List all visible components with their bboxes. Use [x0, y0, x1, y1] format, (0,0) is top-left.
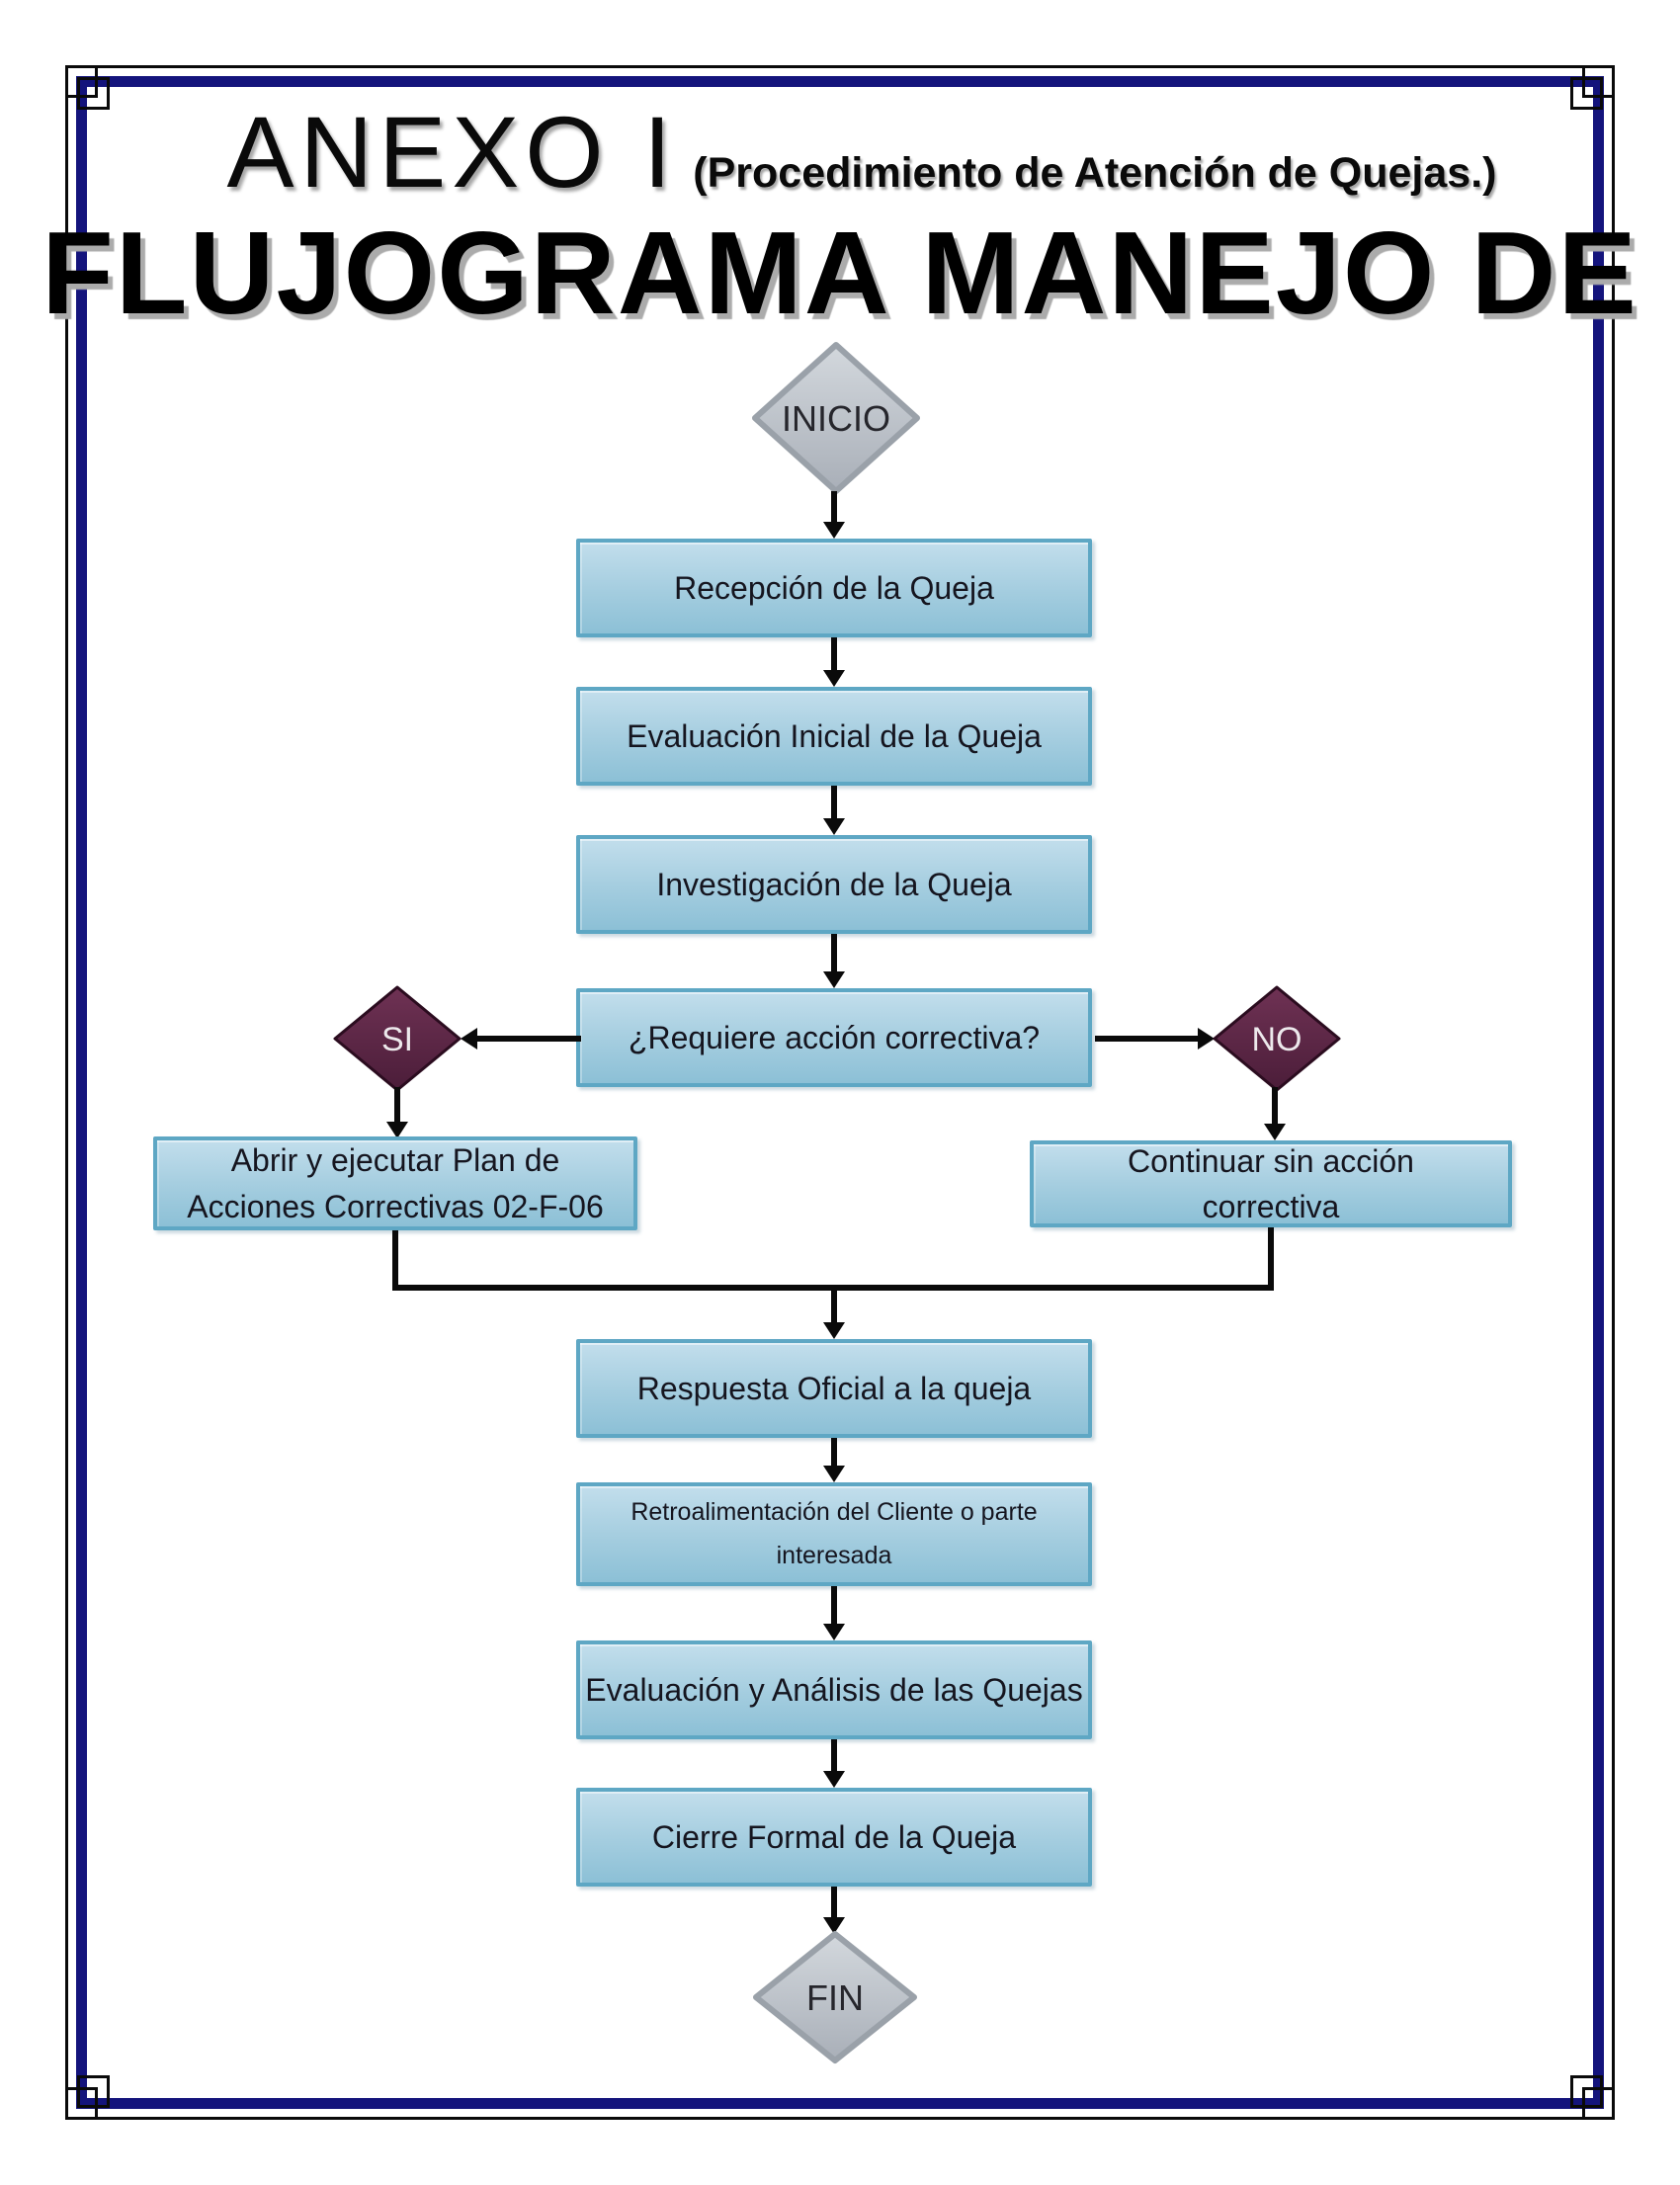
connector-analisis-cierre	[831, 1739, 837, 1771]
arrowhead-yes-branch	[386, 1122, 408, 1138]
corner-ornament-br-outer	[1582, 2087, 1615, 2120]
cierre-box: Cierre Formal de la Queja	[576, 1788, 1092, 1887]
connector-merge-right	[1268, 1227, 1274, 1291]
connector-no-branch	[1272, 1087, 1278, 1124]
end-node: FIN	[753, 1931, 917, 2063]
decision-yes-label: SI	[381, 1021, 413, 1058]
step-recepcion-box: Recepción de la Queja	[576, 539, 1092, 637]
connector-decision-si	[477, 1036, 581, 1042]
connector-step1-step2	[831, 637, 837, 670]
end-label: FIN	[806, 1977, 864, 2018]
corner-ornament-bl-inner	[77, 2075, 110, 2108]
connector-merge-left	[392, 1230, 398, 1291]
corner-ornament-bl-outer	[65, 2087, 98, 2120]
connector-respuesta-retro	[831, 1438, 837, 1466]
start-node: INICIO	[752, 342, 920, 494]
retroalimentacion-label: Retroalimentación del Cliente o parte in…	[630, 1497, 1038, 1569]
step-evaluacion-inicial-box: Evaluación Inicial de la Queja	[576, 687, 1092, 786]
arrowhead-retro	[823, 1466, 845, 1482]
connector-step2-step3	[831, 786, 837, 818]
decision-no-node: NO	[1213, 985, 1341, 1092]
evaluacion-analisis-box: Evaluación y Análisis de las Quejas	[576, 1640, 1092, 1739]
yes-branch-box: Abrir y ejecutar Plan de Acciones Correc…	[153, 1136, 637, 1230]
end-diamond	[753, 1931, 917, 2063]
arrowhead-step3	[823, 818, 845, 835]
arrowhead-fin	[823, 1917, 845, 1934]
step-investigacion-box: Investigación de la Queja	[576, 835, 1092, 934]
step-investigacion-label: Investigación de la Queja	[656, 866, 1012, 902]
arrowhead-analisis	[823, 1624, 845, 1640]
respuesta-box: Respuesta Oficial a la queja	[576, 1339, 1092, 1438]
corner-ornament-tr-inner	[1570, 77, 1603, 110]
page-border-navy-band	[76, 76, 1604, 2109]
page-title-line: ANEXO I (Procedimiento de Atención de Qu…	[22, 95, 1680, 210]
no-branch-label: Continuar sin acción correctiva	[1128, 1142, 1414, 1224]
arrowhead-cierre	[823, 1771, 845, 1788]
step-evaluacion-inicial-label: Evaluación Inicial de la Queja	[627, 717, 1042, 754]
connector-start-step1	[831, 491, 837, 522]
page-title-annotation: (Procedimiento de Atención de Quejas.)	[693, 149, 1497, 197]
connector-retro-analisis	[831, 1586, 837, 1624]
decision-box: ¿Requiere acción correctiva?	[576, 988, 1092, 1087]
yes-branch-label: Abrir y ejecutar Plan de Acciones Correc…	[187, 1142, 604, 1224]
respuesta-label: Respuesta Oficial a la queja	[636, 1370, 1032, 1406]
corner-ornament-tl-outer	[65, 65, 98, 98]
cierre-label: Cierre Formal de la Queja	[651, 1818, 1017, 1855]
page-title: ANEXO I	[226, 96, 678, 209]
arrowhead-respuesta	[823, 1322, 845, 1339]
page-border-frame	[65, 65, 1615, 2120]
arrowhead-no	[1198, 1028, 1215, 1050]
decision-no-label: NO	[1252, 1021, 1302, 1058]
connector-step3-decision	[831, 934, 837, 971]
arrowhead-si	[461, 1028, 477, 1050]
page-subtitle: FLUJOGRAMA MANEJO DE	[42, 208, 1638, 339]
arrowhead-no-branch	[1264, 1124, 1286, 1140]
arrowhead-decision	[823, 971, 845, 988]
arrowhead-step1	[823, 522, 845, 539]
start-label: INICIO	[782, 398, 890, 439]
connector-decision-no	[1095, 1036, 1198, 1042]
decision-label: ¿Requiere acción correctiva?	[628, 1019, 1041, 1055]
evaluacion-analisis-label: Evaluación y Análisis de las Quejas	[585, 1671, 1083, 1708]
corner-ornament-tl-inner	[77, 77, 110, 110]
no-branch-box: Continuar sin acción correctiva	[1030, 1140, 1512, 1227]
decision-yes-node: SI	[333, 985, 462, 1092]
connector-si-branch	[394, 1087, 400, 1122]
step-recepcion-label: Recepción de la Queja	[674, 569, 994, 606]
corner-ornament-br-inner	[1570, 2075, 1603, 2108]
connector-merge-down	[831, 1285, 837, 1322]
retroalimentacion-box: Retroalimentación del Cliente o parte in…	[576, 1482, 1092, 1586]
connector-cierre-fin	[831, 1887, 837, 1917]
corner-ornament-tr-outer	[1582, 65, 1615, 98]
arrowhead-step2	[823, 670, 845, 687]
